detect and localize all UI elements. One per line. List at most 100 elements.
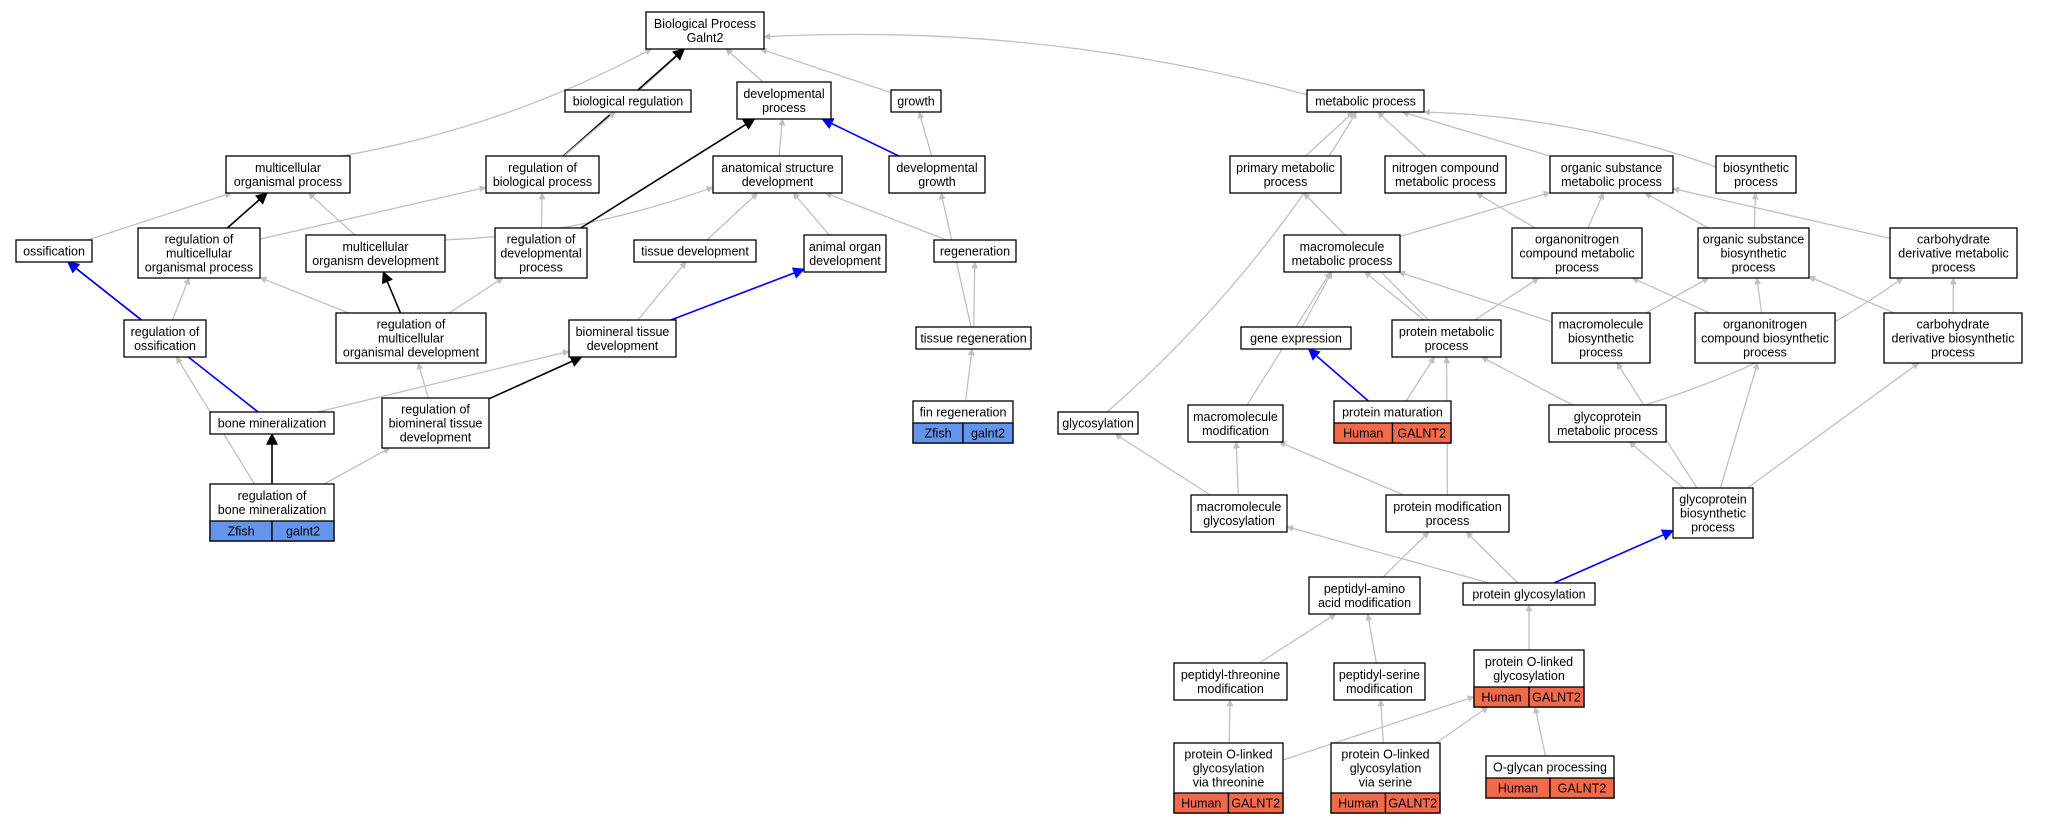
edge-bone_mineralization-to-biomineral_tissue_development — [317, 349, 570, 413]
edge-primary_metabolic_process-to-metabolic_process — [1305, 111, 1355, 157]
edge-biomineral_tissue_development-to-tissue_development — [637, 261, 687, 321]
term-label-line: macromolecule — [1193, 410, 1278, 424]
term-box — [736, 81, 832, 120]
edge-biomineral_tissue_development-to-animal_organ_development — [670, 267, 806, 321]
term-box — [381, 397, 490, 449]
term-box — [803, 234, 887, 273]
term-box — [1306, 89, 1425, 113]
term-node-ossification[interactable]: ossification — [15, 239, 93, 263]
term-label-line: protein O-linked — [1485, 655, 1573, 669]
term-label-line: process — [1555, 261, 1599, 275]
term-label-line: biomineral tissue — [389, 417, 483, 431]
term-node-protein-glycosylation[interactable]: protein glycosylation — [1462, 582, 1596, 606]
term-label-line: bone mineralization — [218, 417, 326, 431]
term-label-line: organic substance — [1703, 233, 1805, 247]
edge-organonitrogen_compound_biosynthetic_process-to-organic_substance_biosynthetic_process — [1754, 277, 1763, 314]
term-label-line: regulation of — [507, 233, 576, 247]
term-box — [1511, 227, 1643, 279]
term-box — [1549, 155, 1674, 194]
term-label-line: protein metabolic — [1399, 325, 1494, 339]
term-node-bone-mineralization[interactable]: bone mineralization — [209, 411, 335, 435]
term-node-tissue-regeneration[interactable]: tissue regeneration — [915, 326, 1032, 350]
edge-organic_substance_metabolic_process-to-metabolic_process — [1401, 110, 1551, 157]
edge-protein_metabolic_process-to-macromolecule_metabolic_process — [1364, 271, 1425, 321]
edge-protein_glycosylation-to-macromolecule_glycosylation — [1286, 525, 1490, 584]
term-label-line: protein glycosylation — [1472, 588, 1585, 602]
annotation-gene-cell — [1391, 422, 1452, 444]
edge-multicellular_organism_development-to-multicellular_organismal_process — [307, 192, 356, 236]
term-label-line: protein modification — [1393, 500, 1501, 514]
edge-macromolecule_biosynthetic_process-to-organic_substance_biosynthetic_process — [1645, 277, 1710, 314]
term-node-biological-regulation[interactable]: biological regulation — [564, 89, 692, 113]
term-label-line: process — [762, 101, 806, 115]
term-label-line: multicellular — [255, 161, 321, 175]
term-node-growth[interactable]: growth — [890, 89, 942, 113]
term-label-line: process — [1931, 346, 1975, 360]
term-node-gene-expression[interactable]: gene expression — [1240, 326, 1352, 350]
edge-regulation_of_bone_mineralization-to-regulation_of_biomineral_tissue_development — [323, 447, 391, 485]
edge-fin_regeneration-to-tissue_regeneration — [964, 348, 975, 402]
term-node-metabolic-process[interactable]: metabolic process — [1306, 89, 1425, 113]
term-label-line: multicellular — [378, 332, 444, 346]
term-label-line: ossification — [134, 339, 196, 353]
annotation-gene: GALNT2 — [1397, 427, 1446, 441]
term-box — [1333, 662, 1426, 701]
term-node-tissue-development[interactable]: tissue development — [633, 239, 757, 263]
term-label-line: modification — [1346, 682, 1413, 696]
edge-carbohydrate_derivative_biosynthetic_process-to-organic_substance_biosynthetic_process — [1808, 275, 1895, 314]
term-label-line: glycoprotein — [1574, 410, 1641, 424]
annotation-species: Human — [1481, 691, 1521, 705]
edge-animal_organ_development-to-anatomical_structure_development — [792, 192, 830, 236]
term-label-line: regulation of — [131, 325, 200, 339]
edge-growth-to-root — [759, 47, 892, 94]
term-node-regeneration[interactable]: regeneration — [933, 239, 1017, 263]
annotation-species: Human — [1181, 797, 1221, 811]
term-label-line: biological regulation — [573, 95, 684, 109]
edge-carbohydrate_derivative_metabolic_process-to-organic_substance_metabolic_process — [1672, 186, 1891, 240]
term-label-line: developmental — [896, 161, 977, 175]
term-node-glycosylation[interactable]: glycosylation — [1057, 411, 1139, 435]
